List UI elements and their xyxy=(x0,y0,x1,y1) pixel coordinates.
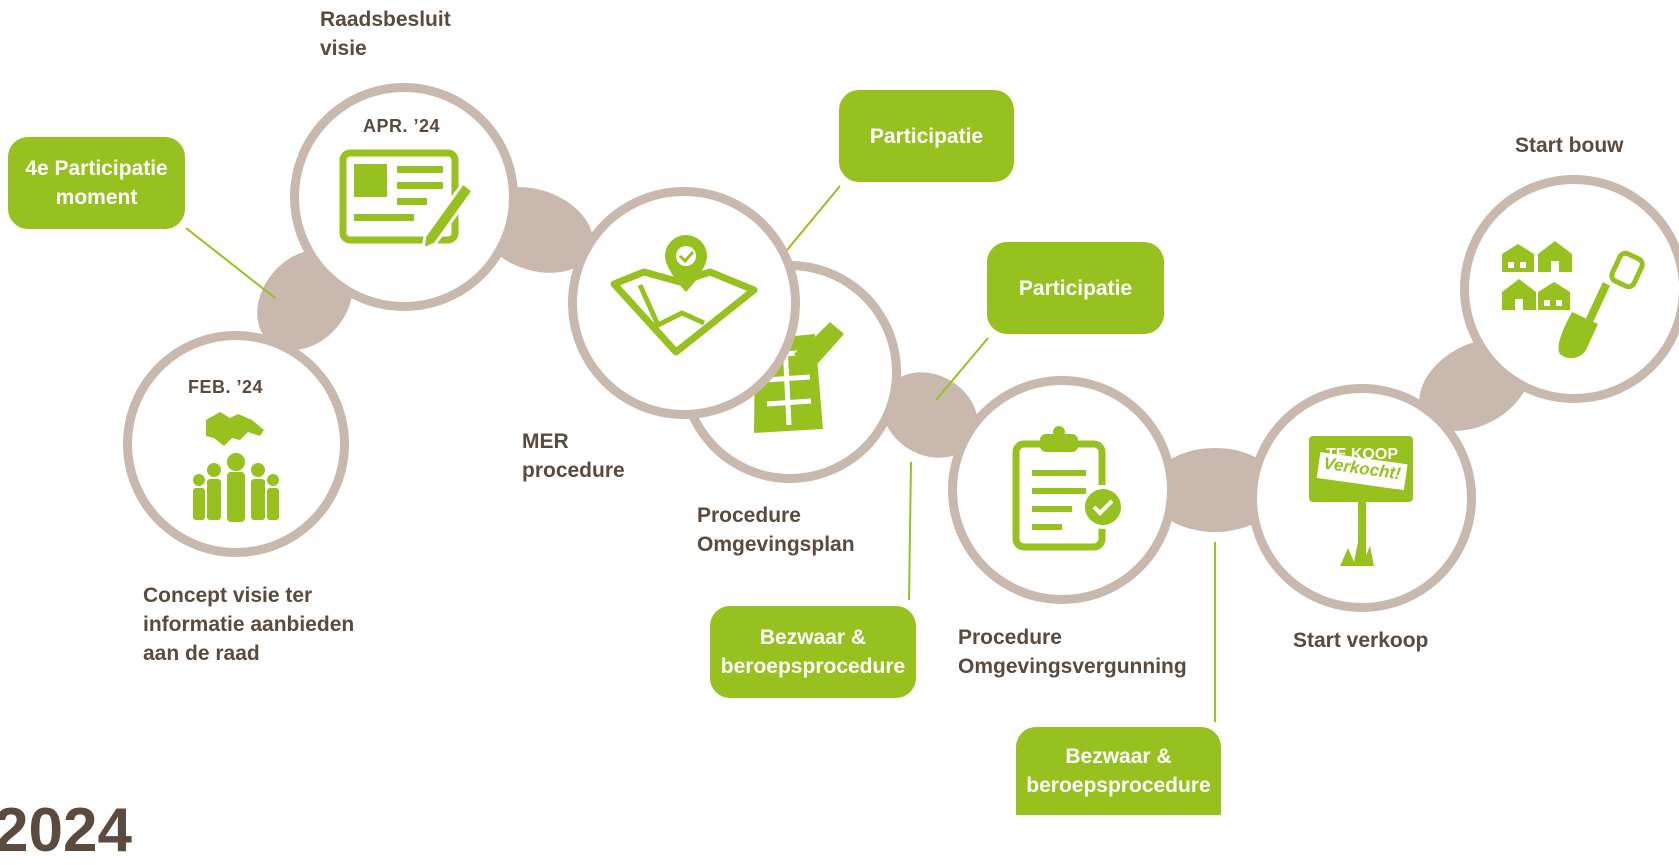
step-circle-apr24 xyxy=(290,83,518,311)
callout-lines xyxy=(185,185,1216,722)
year-heading: 2024 xyxy=(0,796,132,865)
newspaper-pencil-icon xyxy=(339,149,476,252)
step-circle-bouw xyxy=(1460,175,1679,403)
houses-shovel-icon xyxy=(1502,241,1645,359)
timeline-graphic xyxy=(123,83,1679,722)
step-label-apr24: Raadsbesluit visie xyxy=(320,8,451,60)
callout-bezwaar-vergunning: Bezwaar & beroepsprocedure xyxy=(1016,727,1221,815)
callout-participatie-mer: Participatie xyxy=(839,90,1014,182)
clipboard-check-icon xyxy=(1012,426,1125,551)
map-pin-icon xyxy=(610,235,758,356)
callout-participatie-4e: 4e Participatie moment xyxy=(8,137,185,229)
roadmap-diagram: TE KOOP Verkocht! FEB. ’24 APR. ’24 Conc… xyxy=(0,8,1679,862)
step-label-mer: MER procedure xyxy=(522,430,625,482)
step-circle-omgevingsvergunning xyxy=(948,376,1176,604)
callout-bezwaar-plan: Bezwaar & beroepsprocedure xyxy=(710,606,916,698)
step-label-omgevingsvergunning: Procedure Omgevingsvergunning xyxy=(958,626,1187,678)
handshake-people-icon xyxy=(193,412,279,522)
step-label-verkoop: Start verkoop xyxy=(1293,629,1429,652)
step-label-omgevingsplan: Procedure Omgevingsplan xyxy=(697,504,855,556)
step-label-feb24: Concept visie ter informatie aanbieden a… xyxy=(143,584,355,665)
callout-participatie-plan: Participatie xyxy=(987,242,1164,334)
step-circle-mer xyxy=(568,187,800,419)
step-circle-feb24 xyxy=(123,331,349,557)
step-date-feb24: FEB. ’24 xyxy=(188,377,264,397)
step-date-apr24: APR. ’24 xyxy=(363,116,441,136)
for-sale-sign-icon xyxy=(1309,436,1413,566)
step-label-bouw: Start bouw xyxy=(1515,134,1624,157)
sign-text: TE KOOP xyxy=(1325,446,1398,463)
step-circle-verkoop xyxy=(1248,384,1476,612)
